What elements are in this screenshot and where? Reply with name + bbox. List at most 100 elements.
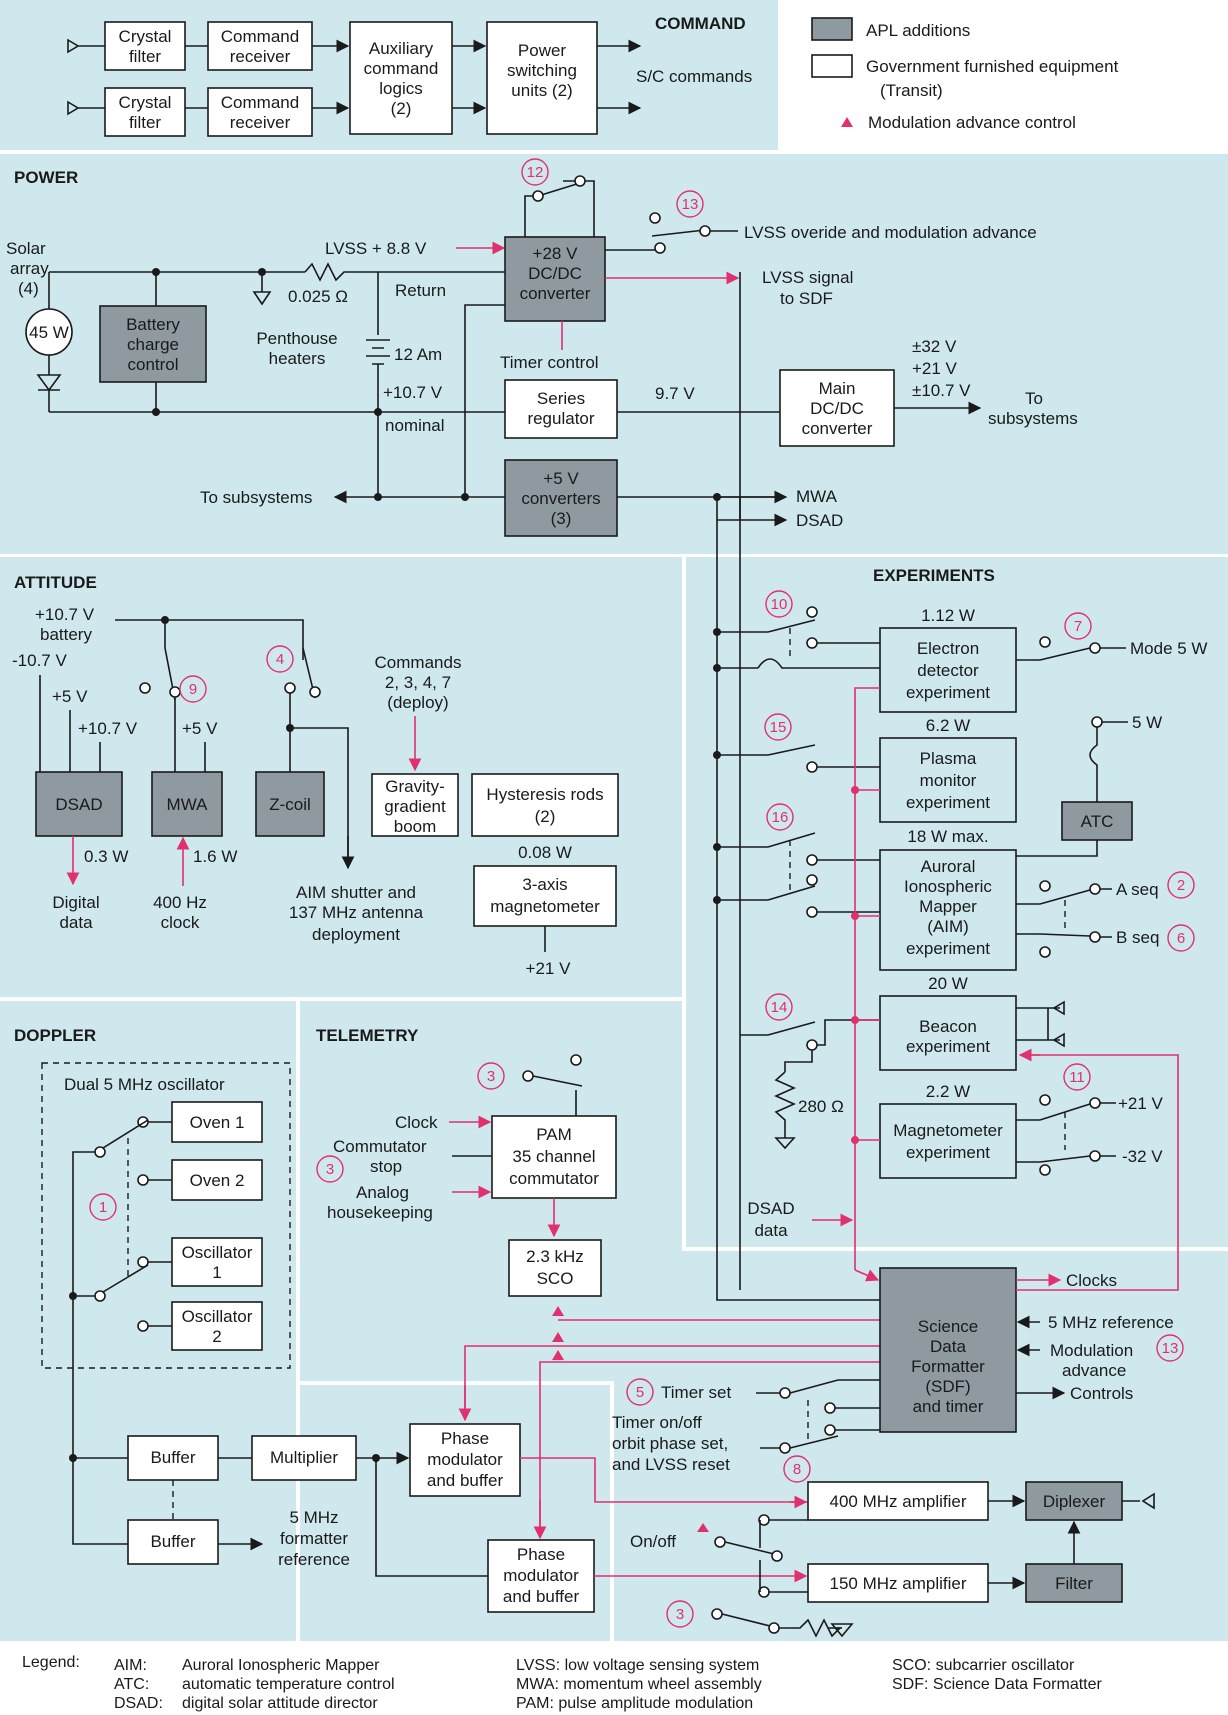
dcdc-28v-converter [504,236,606,322]
svg-text:400 MHz amplifier: 400 MHz amplifier [830,1492,967,1511]
svg-text:Crystal: Crystal [119,27,172,46]
svg-text:-10.7 V: -10.7 V [12,651,67,670]
svg-text:data: data [754,1221,788,1240]
svg-text:(2): (2) [391,99,412,118]
svg-text:Phase: Phase [517,1545,565,1564]
svg-text:Modulation: Modulation [1050,1341,1133,1360]
svg-text:1.6 W: 1.6 W [193,847,237,866]
svg-text:2: 2 [1177,877,1185,894]
svg-text:14: 14 [771,999,788,1016]
svg-text:0.3 W: 0.3 W [84,847,128,866]
svg-text:Mapper: Mapper [919,897,977,916]
svg-text:stop: stop [370,1157,402,1176]
svg-text:(3): (3) [551,509,572,528]
svg-text:A seq: A seq [1116,880,1159,899]
svg-text:Multiplier: Multiplier [270,1448,338,1467]
svg-text:±10.7 V: ±10.7 V [912,381,971,400]
svg-text:15: 15 [770,719,787,736]
lvss-label: LVSS + 8.8 V [325,239,427,258]
svg-text:Main: Main [819,379,856,398]
svg-text:400 Hz: 400 Hz [153,893,207,912]
experiments-section: 10 1.12 W Electron detector experiment M… [713,590,1207,1282]
svg-text:+5 V: +5 V [543,469,579,488]
power-switching-units [486,21,598,135]
svg-text:converter: converter [802,419,873,438]
svg-text:and buffer: and buffer [427,1471,504,1490]
svg-text:PAM: pulse amplitude modulati: PAM: pulse amplitude modulation [516,1695,753,1712]
zcoil-box [255,771,325,837]
svg-text:ATC:: ATC: [114,1676,149,1693]
svg-text:modulator: modulator [503,1566,579,1585]
svg-text:8: 8 [793,1461,801,1478]
svg-text:(SDF): (SDF) [925,1377,970,1396]
svg-text:subsystems: subsystems [988,409,1078,428]
svg-text:1: 1 [99,1199,107,1216]
svg-text:Magnetometer: Magnetometer [893,1121,1003,1140]
command-section: Crystal filter Crystal filter Command re… [67,21,752,137]
svg-text:DSAD: DSAD [747,1199,794,1218]
doppler-section: Dual 5 MHz oscillator Oven 1 Oven 2 Osci… [41,1062,410,1569]
svg-text:Electron: Electron [917,639,979,658]
svg-text:commutator: commutator [509,1169,599,1188]
phase-modulator-2 [487,1539,595,1613]
svg-text:(4): (4) [18,279,39,298]
svg-text:array: array [10,259,49,278]
telemetry-section: 3 PAM 35 channel commutator Clock Commut… [316,1048,1184,1638]
svg-text:Diplexer: Diplexer [1043,1492,1106,1511]
svg-text:battery: battery [40,625,92,644]
svg-text:data: data [59,913,93,932]
power-section: Solar array (4) 45 W Battery charge cont… [6,158,1078,1301]
svg-text:+28 V: +28 V [533,244,579,263]
legend: Legend: AIM: ATC: DSAD: Auroral Ionosphe… [22,1654,1103,1712]
attitude-section: +10.7 V battery 9 4 -10.7 V +5 V +10.7 V… [12,605,619,978]
sco-box [508,1239,602,1297]
svg-text:DC/DC: DC/DC [528,264,582,283]
svg-text:Auroral Ionospheric Mapper: Auroral Ionospheric Mapper [182,1657,380,1674]
sc-commands: S/C commands [636,67,752,86]
svg-text:Phase: Phase [441,1429,489,1448]
svg-text:1: 1 [212,1263,221,1282]
svg-text:Auroral: Auroral [921,857,976,876]
svg-text:4: 4 [276,651,284,668]
svg-text:orbit phase set,: orbit phase set, [612,1434,728,1453]
svg-text:12: 12 [527,164,544,181]
buffer-1 [127,1435,219,1481]
key-mod: Modulation advance control [868,113,1076,132]
svg-text:(AIM): (AIM) [927,917,969,936]
aim-experiment [879,849,1017,971]
svg-text:experiment: experiment [906,939,990,958]
svg-text:10: 10 [771,596,788,613]
aux-command-logics [349,21,453,135]
svg-text:13: 13 [682,196,699,213]
magnetometer-experiment [879,1103,1017,1179]
svg-text:Hysteresis rods: Hysteresis rods [486,785,603,804]
svg-text:Data: Data [930,1337,966,1356]
battery-label: 12 Am [394,345,442,364]
command-receiver-1 [207,21,313,71]
section-telemetry: TELEMETRY [316,1026,419,1045]
svg-text:6.2 W: 6.2 W [926,716,970,735]
svg-text:0.025 Ω: 0.025 Ω [288,287,348,306]
svg-text:automatic temperature control: automatic temperature control [182,1676,395,1693]
svg-text:DC/DC: DC/DC [810,399,864,418]
svg-text:experiment: experiment [906,793,990,812]
svg-text:Clock: Clock [395,1113,438,1132]
svg-text:(deploy): (deploy) [387,693,448,712]
svg-text:Z-coil: Z-coil [269,795,311,814]
svg-text:experiment: experiment [906,683,990,702]
svg-text:35 channel: 35 channel [512,1147,595,1166]
svg-text:ATC: ATC [1081,812,1114,831]
atc-box [1061,801,1133,841]
svg-text:18 W max.: 18 W max. [907,827,988,846]
svg-text:regulator: regulator [527,409,594,428]
section-attitude: ATTITUDE [14,573,97,592]
svg-text:To: To [1025,389,1043,408]
oscillator-1 [171,1237,263,1287]
svg-text:Crystal: Crystal [119,93,172,112]
svg-text:+21 V: +21 V [912,359,958,378]
svg-text:Penthouse: Penthouse [256,329,337,348]
svg-text:magnetometer: magnetometer [490,897,600,916]
svg-text:PAM: PAM [536,1125,572,1144]
svg-text:9: 9 [189,681,197,698]
